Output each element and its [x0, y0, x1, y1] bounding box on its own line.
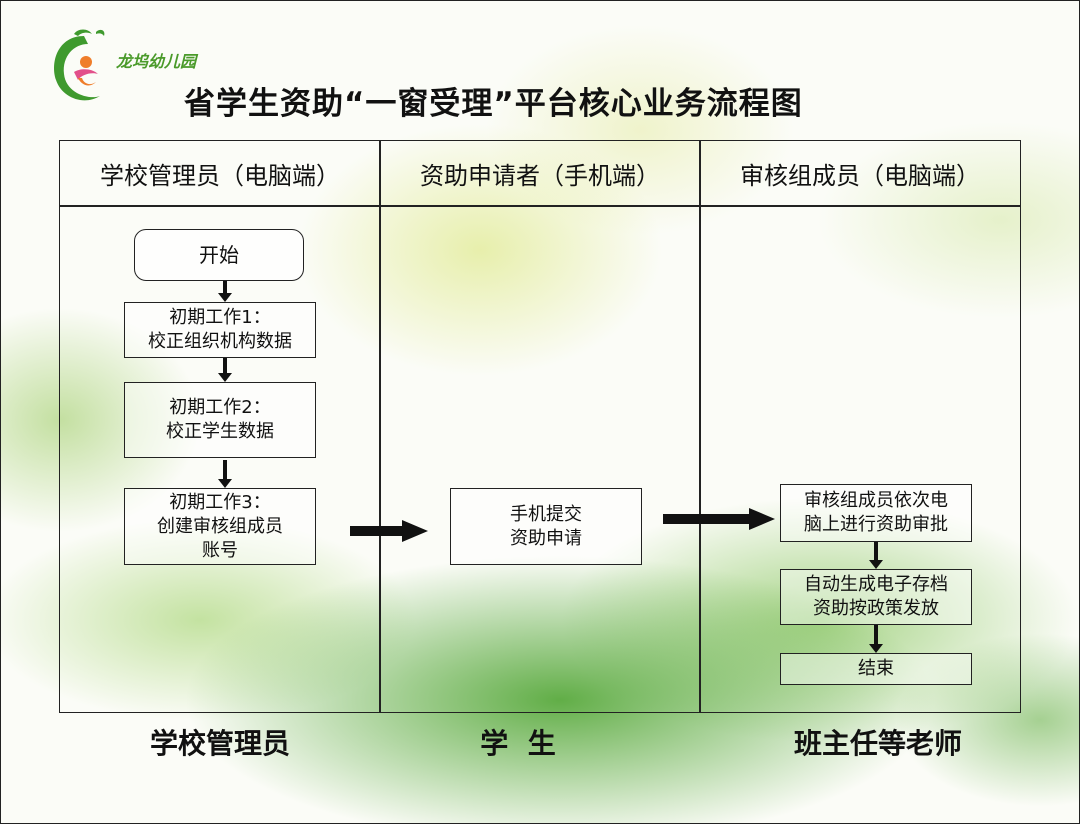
- arrow-archive-to-end: [869, 625, 883, 653]
- init-task-2-line-1: 初期工作2：: [169, 397, 271, 418]
- school-name: 龙坞幼儿园: [116, 52, 197, 71]
- page-title: 省学生资助“一窗受理”平台核心业务流程图: [184, 86, 803, 122]
- lane-divider-1: [379, 140, 381, 713]
- init-task-3-line-3: 账号: [202, 539, 238, 561]
- header-divider: [59, 205, 1021, 207]
- init-task-3-line-2: 创建审核组成员: [157, 515, 283, 537]
- start-node-label: 开始: [199, 243, 239, 267]
- footer-label-teachers: 班主任等老师: [793, 727, 962, 760]
- init-task-1-line-2: 校正组织机构数据: [148, 331, 292, 352]
- arrow-start-to-init1: [218, 281, 232, 302]
- review-approval-line-2: 脑上进行资助审批: [804, 514, 948, 535]
- init-task-2-node: 初期工作2： 校正学生数据: [124, 382, 316, 458]
- end-node: 结束: [780, 653, 972, 685]
- init-task-2-line-2: 校正学生数据: [166, 421, 274, 442]
- review-approval-node: 审核组成员依次电 脑上进行资助审批: [780, 484, 972, 542]
- footer-label-school-admin: 学校管理员: [149, 727, 290, 760]
- init-task-1-node: 初期工作1： 校正组织机构数据: [124, 302, 316, 358]
- arrow-init2-to-init3: [218, 460, 232, 488]
- arrow-init1-to-init2: [218, 358, 232, 382]
- arrow-applicant-to-reviewer: [663, 508, 775, 530]
- lane-header-reviewer: 审核组成员（电脑端）: [740, 161, 980, 190]
- arrow-approve-to-archive: [869, 542, 883, 569]
- arrow-admin-to-applicant: [350, 520, 428, 542]
- archive-disburse-line-1: 自动生成电子存档: [804, 574, 948, 595]
- footer-label-student: 学 生: [480, 727, 556, 760]
- lane-divider-2: [699, 140, 701, 713]
- end-node-label: 结束: [858, 658, 894, 679]
- init-task-1-line-1: 初期工作1：: [169, 307, 271, 328]
- review-approval-line-1: 审核组成员依次电: [804, 490, 948, 511]
- archive-disburse-line-2: 资助按政策发放: [813, 598, 939, 619]
- lane-header-applicant: 资助申请者（手机端）: [420, 161, 660, 190]
- submit-application-node: 手机提交 资助申请: [450, 488, 642, 565]
- init-task-3-line-1: 初期工作3：: [169, 491, 271, 513]
- submit-application-line-1: 手机提交: [510, 503, 582, 525]
- submit-application-line-2: 资助申请: [510, 527, 582, 549]
- start-node: 开始: [134, 229, 304, 281]
- archive-disburse-node: 自动生成电子存档 资助按政策发放: [780, 569, 972, 625]
- school-logo-icon: [54, 29, 105, 101]
- init-task-3-node: 初期工作3： 创建审核组成员 账号: [124, 488, 316, 565]
- swimlane-table: [59, 140, 1021, 713]
- lane-header-school-admin: 学校管理员（电脑端）: [100, 161, 340, 190]
